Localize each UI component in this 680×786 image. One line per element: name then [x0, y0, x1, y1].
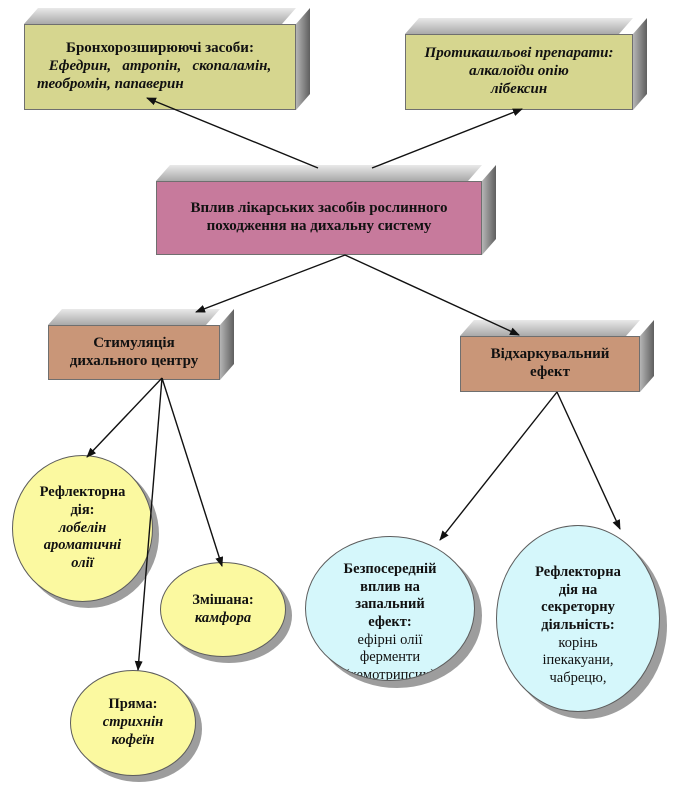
antitussive-line2: лібексин — [490, 80, 548, 97]
reflex-action-line3: лобелін — [58, 519, 107, 536]
main-line2: походження на дихальну систему — [206, 218, 432, 234]
expectorant-line2: ефект — [530, 364, 570, 380]
mixed-ellipse: Змішана: камфора — [160, 562, 292, 663]
direct-face: Пряма: стрихнін кофеїн — [70, 670, 196, 776]
arrow-main-to-antitussive — [371, 108, 523, 169]
expectorant-line1: Відхаркувальний — [490, 346, 610, 363]
stimulation-line1: Стимуляція — [93, 334, 175, 351]
direct-influence-line2: вплив на — [360, 578, 420, 595]
direct-influence-line7: (хемотрипсин) — [344, 667, 436, 681]
direct-influence-line6: ферменти — [359, 649, 421, 666]
direct-influence-ellipse: Безпосередній вплив на запальний ефект: … — [305, 536, 482, 688]
reflex-secretory-ellipse: Рефлекторна дія на секреторну діяльність… — [496, 525, 667, 719]
direct-influence-line4: ефект: — [368, 614, 412, 631]
arrow-expectorant-to-reflex-secretory — [556, 391, 621, 530]
antitussive-box: Протикашльові препарати: алкалоїди опію … — [405, 18, 647, 110]
stimulation-face: Стимуляція дихального центру — [48, 325, 220, 380]
bronchodilators-line1: Ефедрин, атропін, скопаламін, — [48, 58, 272, 75]
direct-influence-line3: запальний — [355, 596, 425, 613]
bronchodilators-line2: теобромін, папаверин — [37, 75, 184, 92]
direct-line2: стрихнін — [102, 714, 164, 731]
reflex-secretory-line2: дія на — [558, 581, 598, 598]
antitussive-face: Протикашльові препарати: алкалоїди опію … — [405, 34, 633, 110]
arrow-expectorant-to-direct-influence — [439, 391, 558, 541]
reflex-secretory-line6: іпекакуани, — [542, 652, 614, 669]
reflex-secretory-line3: секреторну — [541, 599, 615, 616]
direct-ellipse: Пряма: стрихнін кофеїн — [70, 670, 202, 782]
antitussive-line1: алкалоїди опію — [469, 63, 569, 80]
reflex-secretory-line4: діяльність: — [541, 617, 615, 634]
main-box: Вплив лікарських засобів рослинного похо… — [156, 165, 496, 255]
reflex-secretory-line1: Рефлекторна — [535, 564, 621, 580]
reflex-secretory-face: Рефлекторна дія на секреторну діяльність… — [496, 525, 660, 712]
mixed-line1: Змішана: — [192, 591, 254, 608]
reflex-action-line4: ароматичні — [43, 537, 122, 554]
bronchodilators-title: Бронхорозширюючі засоби: — [66, 40, 254, 57]
stimulation-box: Стимуляція дихального центру — [48, 309, 234, 380]
expectorant-box: Відхаркувальний ефект — [460, 320, 654, 392]
reflex-action-ellipse: Рефлекторна дія: лобелін ароматичні олії — [12, 455, 159, 608]
direct-line3: кофеїн — [111, 731, 155, 748]
mixed-face: Змішана: камфора — [160, 562, 286, 657]
expectorant-face: Відхаркувальний ефект — [460, 336, 640, 392]
bronchodilators-box: Бронхорозширюючі засоби: Ефедрин, атропі… — [24, 8, 310, 110]
arrow-stimulation-to-mixed — [161, 377, 224, 567]
reflex-secretory-line7: чабрецю, — [549, 670, 607, 687]
direct-line1: Пряма: — [108, 696, 158, 713]
arrow-main-to-stimulation — [195, 254, 346, 313]
reflex-action-face: Рефлекторна дія: лобелін ароматичні олії — [12, 455, 153, 602]
main-line1: Вплив лікарських засобів рослинного — [190, 200, 448, 217]
reflex-secretory-line5: корінь — [558, 634, 598, 651]
direct-influence-line1: Безпосередній — [343, 561, 437, 577]
reflex-action-line5: олії — [71, 555, 94, 572]
reflex-action-line2: дія: — [70, 501, 95, 518]
arrow-stimulation-to-reflex — [86, 377, 163, 458]
antitussive-title: Протикашльові препарати: — [424, 45, 614, 62]
bronchodilators-face: Бронхорозширюючі засоби: Ефедрин, атропі… — [24, 24, 296, 110]
main-face: Вплив лікарських засобів рослинного похо… — [156, 181, 482, 255]
reflex-action-line1: Рефлекторна — [39, 484, 126, 501]
direct-influence-line5: ефірні олії — [357, 631, 423, 648]
stimulation-line2: дихального центру — [69, 352, 199, 369]
direct-influence-face: Безпосередній вплив на запальний ефект: … — [305, 536, 475, 681]
mixed-line2: камфора — [194, 609, 252, 626]
